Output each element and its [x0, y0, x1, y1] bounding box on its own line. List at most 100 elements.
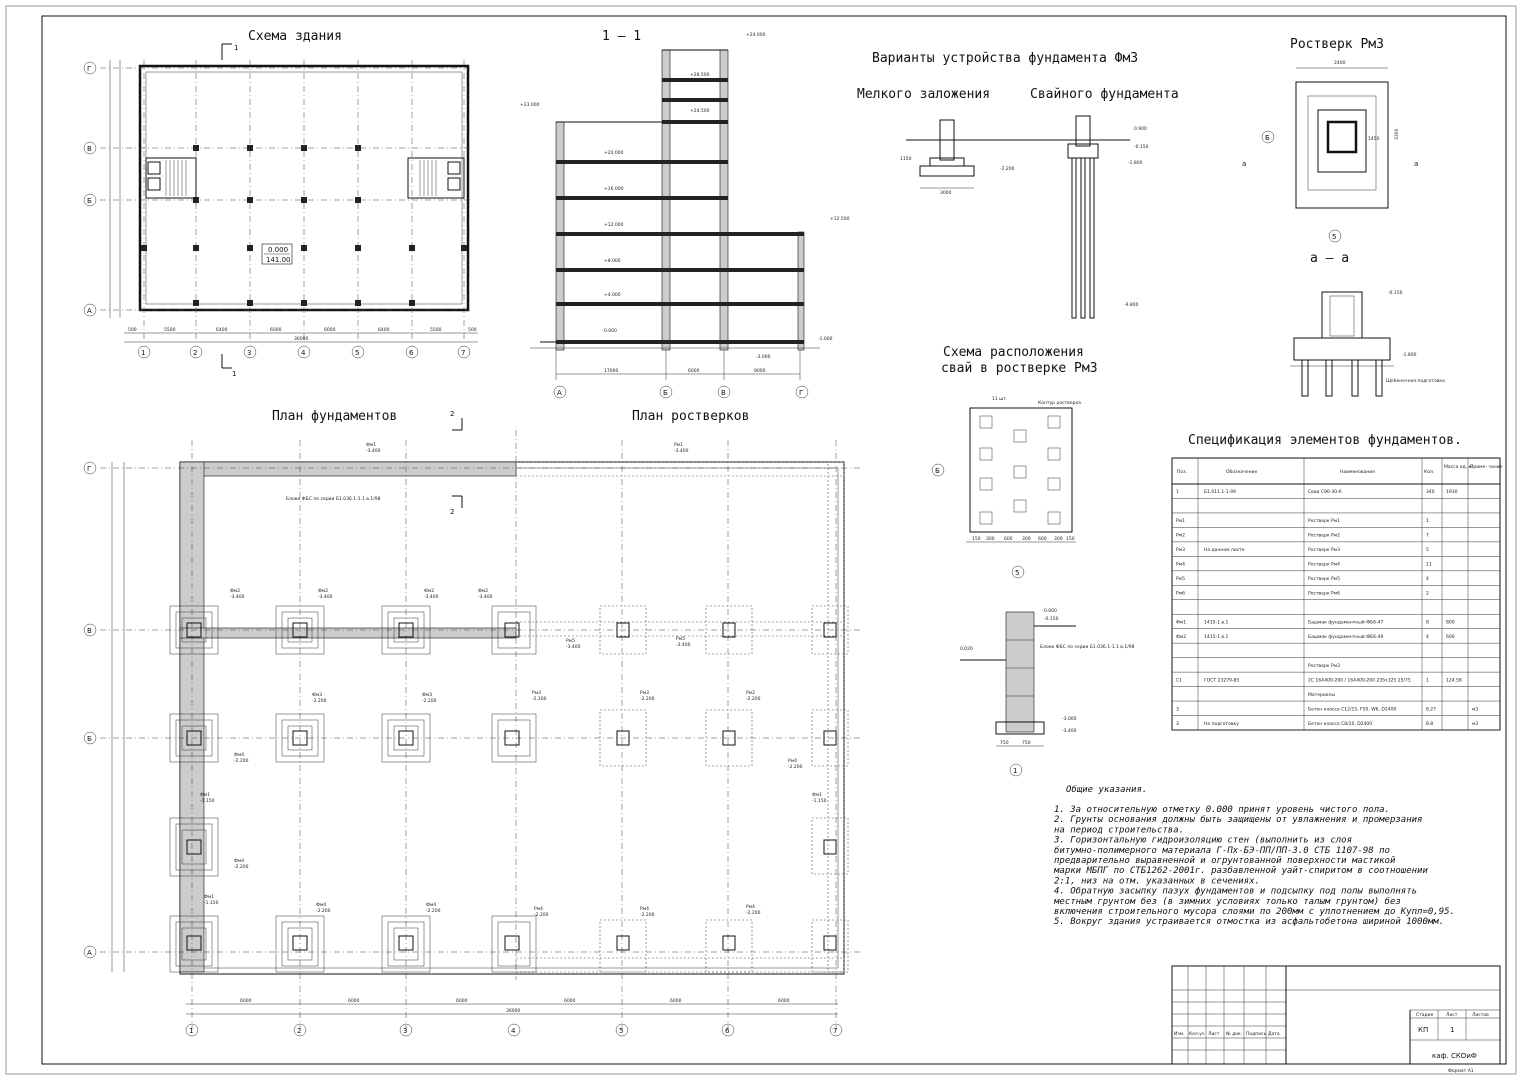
inner-frame: [41, 15, 1507, 1065]
title-piles-scheme-2: свай в ростверке Рм3: [941, 361, 1098, 376]
svg-text:Блоки ФБС по серии Б1.036.1-1.: Блоки ФБС по серии Б1.036.1-1.1 в.1/98: [1040, 644, 1135, 650]
svg-text:а: а: [1414, 160, 1418, 168]
svg-text:+4.000: +4.000: [604, 292, 621, 298]
piled-foundation: 0.900 -0.150 -1.800 -9.800: [1000, 115, 1149, 319]
svg-text:Рм5: Рм5: [566, 638, 575, 644]
shallow-level: -2.200: [1000, 166, 1015, 172]
dim-span-3: 6000: [270, 327, 282, 333]
svg-text:+8.000: +8.000: [604, 258, 621, 264]
spec-cell: Материалы: [1308, 692, 1335, 698]
svg-text:-3.400: -3.400: [424, 594, 439, 600]
svg-text:Рм4: Рм4: [788, 758, 797, 764]
svg-text:2: 2: [193, 349, 197, 357]
svg-text:0.020: 0.020: [960, 646, 973, 652]
spec-header-pos: Поз.: [1177, 469, 1187, 475]
svg-text:Фм1: Фм1: [812, 792, 822, 798]
section-1-1: 17000 6000 9000 А Б В Г +24.000 +28.500 …: [520, 32, 850, 399]
svg-text:Фм2: Фм2: [230, 588, 240, 594]
title-rostverk-plan: План ростверков: [632, 409, 749, 424]
svg-text:1: 1: [189, 1027, 193, 1035]
svg-text:-3.400: -3.400: [230, 594, 245, 600]
svg-text:2: 2: [297, 1027, 301, 1035]
svg-text:Фм1: Фм1: [204, 894, 214, 900]
svg-text:-2.200: -2.200: [746, 910, 761, 916]
dim-edge-left: 500: [128, 327, 137, 333]
scheme-axis-numbers: 1 2 3 4 5 6 7: [137, 345, 471, 359]
spec-cell: На подготовку: [1204, 721, 1239, 727]
spec-cell: Ростверк Рм1: [1308, 518, 1340, 524]
svg-text:300: 300: [986, 536, 995, 542]
svg-text:Б: Б: [935, 467, 940, 475]
svg-text:3300: 3300: [1394, 128, 1400, 140]
svg-text:Фм4: Фм4: [234, 752, 244, 758]
svg-text:В: В: [87, 627, 92, 635]
svg-text:3: 3: [247, 349, 251, 357]
spec-cell: Бетон класса С8/10, D2400: [1308, 721, 1372, 727]
svg-text:+20.000: +20.000: [604, 150, 624, 156]
general-notes: Общие указания. 1. За относительную отме…: [1053, 784, 1455, 927]
spec-cell: 340: [1426, 489, 1435, 495]
section-a-a: -0.150 -1.800 Щебеночная подготовка: [1290, 290, 1445, 397]
svg-text:Листов: Листов: [1472, 1012, 1489, 1018]
spec-cell: Рм4: [1176, 562, 1185, 568]
title-section-1-1: 1 – 1: [602, 29, 641, 44]
svg-text:6000: 6000: [240, 998, 252, 1004]
svg-text:1450: 1450: [1368, 136, 1380, 142]
title-shallow: Мелкого заложения: [857, 87, 990, 102]
piles-scheme: Контур ростверка 11 шт. Б 5 150 300 600 …: [931, 396, 1081, 579]
svg-text:-2.200: -2.200: [312, 698, 327, 704]
svg-text:6000: 6000: [778, 998, 790, 1004]
title-rostverk-rm3: Ростверк Рм3: [1290, 37, 1384, 52]
svg-text:+16.000: +16.000: [604, 186, 624, 192]
svg-text:Рм4: Рм4: [640, 906, 649, 912]
spec-cell: Фм1: [1176, 619, 1186, 625]
svg-text:А: А: [87, 307, 92, 315]
spec-cell: 11: [1426, 562, 1432, 568]
svg-text:6: 6: [409, 349, 414, 357]
spec-header-mass: Масса ед.,кг.: [1444, 464, 1475, 470]
svg-text:Фм2: Фм2: [478, 588, 488, 594]
svg-text:Рм3: Рм3: [532, 690, 541, 696]
plan-mark-labels: Фм1-3.400 Рм1-3.400 Фм2-3.400 Фм2-3.400 …: [200, 442, 827, 918]
spec-cell: Рм3: [1176, 547, 1185, 553]
spec-cell: Бетон класса С12/15, F50, W6, D2400: [1308, 706, 1396, 712]
spec-cell: 4: [1426, 576, 1429, 582]
svg-text:+24.500: +24.500: [690, 108, 710, 114]
spec-cell: 124.58: [1446, 677, 1462, 683]
spec-cell: 1415-1 в.1: [1204, 619, 1228, 625]
spec-cell: 3: [1176, 721, 1179, 727]
svg-text:Г: Г: [87, 65, 91, 73]
note-line: включения строительного мусора слоями по…: [1054, 907, 1455, 917]
svg-text:4: 4: [511, 1027, 516, 1035]
note-line: местным грунтом без (в зимних условиях т…: [1053, 896, 1401, 907]
plan-axis-letters: Г В Б А: [83, 461, 97, 959]
svg-text:-3.000: -3.000: [1062, 716, 1077, 722]
svg-text:Лист: Лист: [1446, 1012, 1458, 1018]
title-piles-scheme-1: Схема расположения: [943, 345, 1084, 360]
dim-span-1: 5500: [164, 327, 176, 333]
svg-text:5: 5: [619, 1027, 623, 1035]
svg-text:-3.400: -3.400: [478, 594, 493, 600]
spec-cell: Б1.011.1-1.99: [1204, 489, 1236, 495]
foundation-plan: 6000 6000 6000 6000 6000 6000 36000 1 2 …: [83, 410, 860, 1037]
svg-text:-3.000: -3.000: [756, 354, 771, 360]
svg-text:Рм3: Рм3: [640, 690, 649, 696]
spec-cell: 600: [1446, 634, 1455, 640]
spec-cell: 1415-1 в.1: [1204, 634, 1228, 640]
svg-text:-2.200: -2.200: [316, 908, 331, 914]
svg-text:№ док.: № док.: [1226, 1031, 1242, 1037]
spec-cell: м3: [1472, 721, 1478, 727]
spec-cell: 2С 16А400-200 / 16А400-200 235х325 25/75: [1308, 677, 1411, 683]
dim-span-5: 6400: [378, 327, 390, 333]
svg-text:6000: 6000: [456, 998, 468, 1004]
svg-text:-2.200: -2.200: [422, 698, 437, 704]
svg-text:Рм4: Рм4: [534, 906, 543, 912]
footings: [169, 605, 537, 973]
svg-text:-0.150: -0.150: [1388, 290, 1403, 296]
svg-text:-1.150: -1.150: [812, 798, 827, 804]
spec-cell: Ростверк Рм6: [1308, 591, 1340, 597]
spec-cell: 4: [1426, 634, 1429, 640]
svg-text:Фм2: Фм2: [318, 588, 328, 594]
